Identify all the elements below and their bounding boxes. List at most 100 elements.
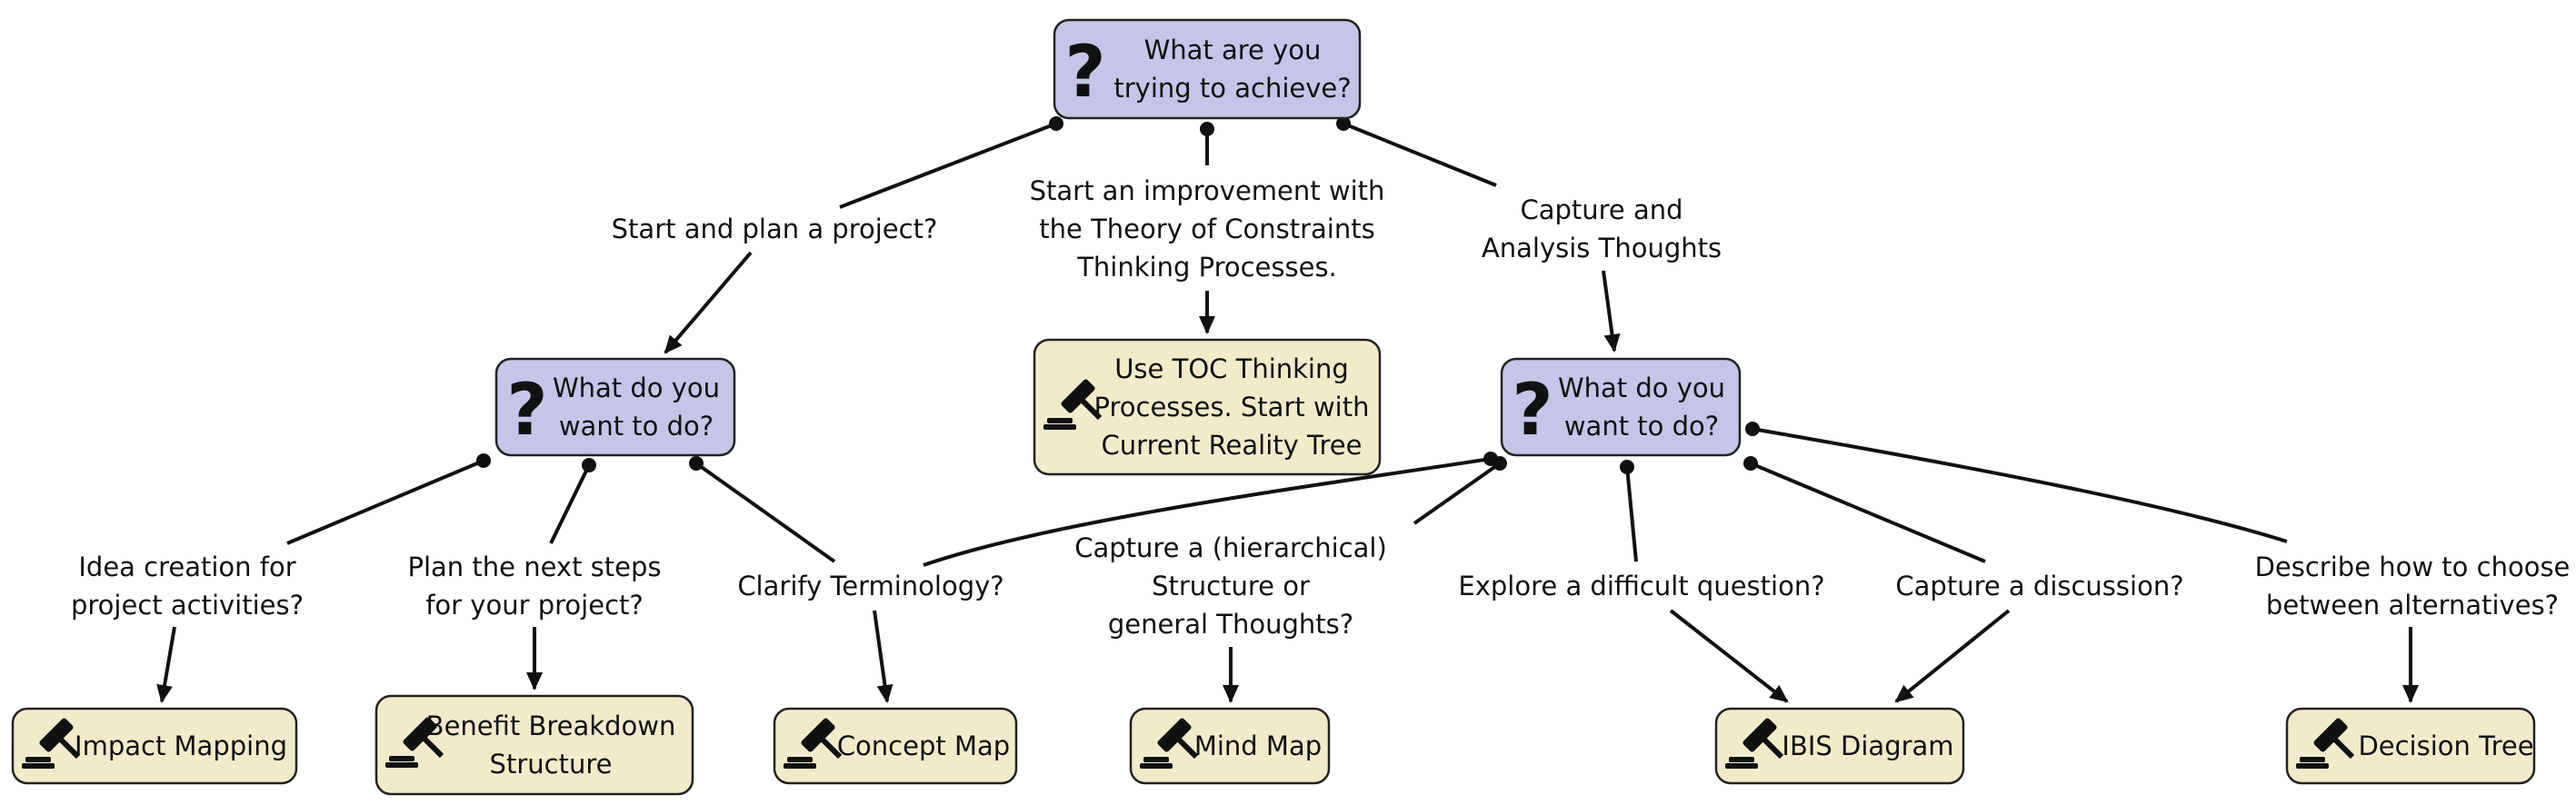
edge-label-clarify-line: Clarify Terminology? (737, 571, 1003, 601)
edge-label-toc-improve-line: Start an improvement with (1030, 175, 1385, 206)
edge-project-to-idea-path (286, 459, 484, 545)
tool-node-benefit-breakdown-line: Benefit Breakdown (426, 711, 676, 741)
question-node-project-box (494, 357, 736, 457)
edge-thoughts-to-discussion-dot (1743, 456, 1758, 471)
edge-label-explore-question: Explore a difficult question? (1458, 571, 1824, 601)
tool-node-impact-mapping-box (11, 707, 298, 785)
edge-label-capture-structure-line: general Thoughts? (1108, 609, 1353, 640)
edge-label-plan-project-line: Start and plan a project? (612, 214, 938, 244)
tool-node-impact-mapping[interactable]: Impact Mapping (11, 707, 298, 785)
edge-thoughts-to-describe-dot (1745, 422, 1760, 436)
edge-label-capture-discussion-line: Capture a discussion? (1895, 571, 2183, 601)
edge-labels: Start and plan a project? Start an improv… (71, 175, 2570, 640)
edge-label-toc-improve-line: Thinking Processes. (1076, 252, 1337, 283)
tool-node-mind-map-line: Mind Map (1194, 730, 1322, 761)
tool-node-concept-map[interactable]: Concept Map (773, 707, 1018, 785)
tool-node-concept-map-line: Concept Map (837, 730, 1010, 761)
tool-node-ibis-diagram[interactable]: IBIS Diagram (1714, 707, 1965, 785)
edge-label-capture-thoughts-line: Analysis Thoughts (1482, 233, 1722, 263)
edge-label-toc-improve-line: the Theory of Constraints (1039, 214, 1374, 244)
question-node-thoughts-line: want to do? (1564, 411, 1719, 442)
tool-node-toc-line: Use TOC Thinking (1114, 353, 1349, 384)
edge-label-capture-thoughts-line: Capture and (1520, 194, 1682, 225)
edge-root-to-plan (839, 116, 1063, 209)
edge-capture-to-thoughts-q-path (1602, 270, 1621, 353)
edge-capture-to-thoughts-q (1602, 270, 1621, 353)
edge-label-plan-project: Start and plan a project? (612, 214, 938, 244)
edge-thoughts-to-discussion (1743, 456, 1986, 563)
edge-explore-to-ibis (1669, 609, 1789, 703)
edge-plan-to-project-q-path (664, 251, 753, 354)
edge-root-to-toc-dot (1200, 122, 1214, 136)
tool-node-decision-tree-line: Decision Tree (2358, 730, 2533, 761)
question-mark-icon: ? (1512, 370, 1553, 452)
question-node-thoughts-line: What do you (1558, 373, 1725, 403)
question-mark-icon: ? (506, 370, 547, 452)
edge-thoughts-to-explore-dot (1620, 460, 1634, 474)
edge-root-to-toc (1200, 122, 1214, 165)
edge-root-to-capture-path (1343, 122, 1497, 187)
edge-label-plan-steps: Plan the next steps for your project? (407, 552, 661, 621)
edge-thoughts-to-describe (1745, 422, 2288, 543)
edges (156, 116, 2419, 703)
edge-plan-to-project-q (664, 251, 753, 354)
edge-thoughts-to-structure-dot (1493, 456, 1507, 471)
edge-label-describe-choice-line: Describe how to choose (2255, 552, 2571, 582)
edge-project-to-steps (549, 458, 596, 544)
edge-label-idea-creation-line: Idea creation for (78, 552, 295, 582)
question-node-root-line: What are you (1144, 35, 1322, 65)
edge-project-to-clarify-dot (689, 456, 704, 471)
edge-label-toc-improve: Start an improvement with the Theory of C… (1030, 175, 1385, 283)
edge-clarify-to-concept-path (873, 610, 894, 703)
tool-node-decision-tree[interactable]: Decision Tree (2285, 707, 2536, 785)
question-mark-icon: ? (1064, 32, 1105, 114)
edge-thoughts-to-discussion-path (1750, 462, 1986, 563)
edge-idea-to-impact (156, 626, 176, 703)
question-node-project-line: What do you (553, 373, 720, 403)
question-node-root-line: trying to achieve? (1113, 73, 1351, 104)
edge-project-to-idea-dot (476, 453, 491, 468)
tool-node-toc-line: Processes. Start with (1094, 392, 1370, 422)
tool-node-decision-tree-box (2285, 707, 2536, 785)
question-node-project-line: want to do? (559, 411, 714, 442)
tool-node-toc-box (1033, 338, 1382, 476)
tool-node-ibis-diagram-box (1714, 707, 1965, 785)
question-node-root[interactable]: ? What are you trying to achieve? (1053, 18, 1362, 120)
edge-discussion-to-ibis-path (1894, 609, 2011, 703)
edge-project-to-steps-dot (582, 458, 596, 472)
tool-node-benefit-breakdown-line: Structure (490, 749, 613, 780)
edge-root-to-capture-dot (1336, 116, 1351, 131)
edge-clarify-to-concept (873, 610, 894, 703)
edge-thoughts-to-describe-path (1752, 427, 2288, 543)
edge-thoughts-to-explore (1620, 460, 1638, 562)
edge-label-capture-structure-line: Structure or (1152, 571, 1310, 601)
edge-discussion-to-ibis (1894, 609, 2011, 703)
edge-label-clarify: Clarify Terminology? (737, 571, 1003, 601)
edge-label-plan-steps-line: Plan the next steps (407, 552, 661, 582)
question-node-project[interactable]: ?What do you want to do? (494, 357, 736, 457)
edge-thoughts-to-structure (1413, 456, 1507, 525)
question-node-thoughts-box (1500, 357, 1742, 457)
edge-label-describe-choice-line: between alternatives? (2266, 590, 2559, 621)
tool-node-ibis-diagram-line: IBIS Diagram (1782, 730, 1953, 761)
edge-thoughts-to-structure-path (1413, 462, 1502, 525)
edge-label-plan-steps-line: for your project? (425, 590, 644, 621)
question-node-thoughts[interactable]: ?What do you want to do? (1500, 357, 1742, 457)
edge-idea-to-impact-path (156, 626, 176, 703)
edge-label-describe-choice: Describe how to choose between alternativ… (2255, 552, 2571, 621)
edge-project-to-idea (286, 453, 491, 545)
edge-thoughts-to-clarify-path (923, 457, 1492, 567)
edge-root-to-capture (1336, 116, 1497, 187)
edge-label-explore-question-line: Explore a difficult question? (1458, 571, 1824, 601)
edge-project-to-clarify-path (694, 462, 836, 563)
edge-label-capture-discussion: Capture a discussion? (1895, 571, 2183, 601)
tool-node-toc-line: Current Reality Tree (1102, 430, 1363, 461)
edge-project-to-steps-path (549, 464, 591, 544)
tool-node-mind-map[interactable]: Mind Map (1129, 707, 1331, 785)
question-node-root-box (1053, 18, 1362, 120)
edge-root-to-plan-path (839, 122, 1057, 209)
